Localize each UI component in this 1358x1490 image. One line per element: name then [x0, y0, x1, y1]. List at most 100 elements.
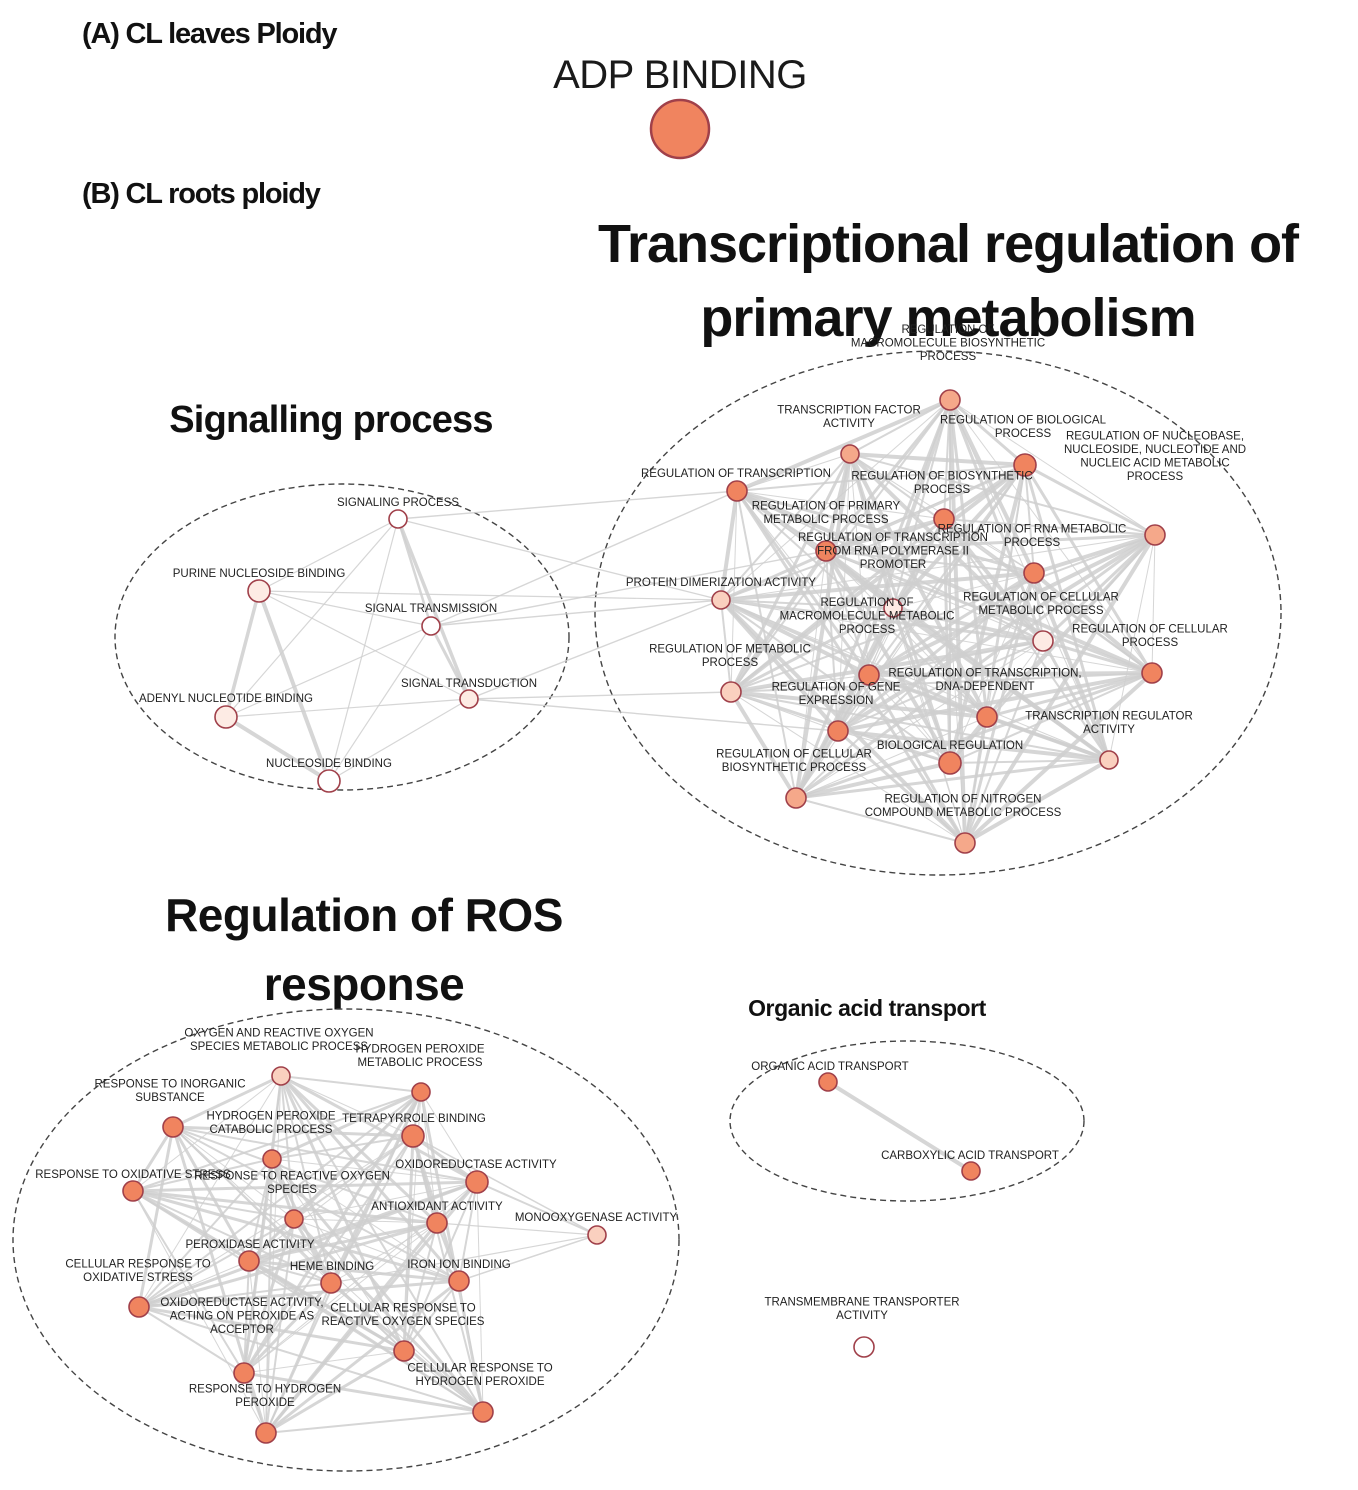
edge-reg_macromolecule_biosynthetic-protein_dimerization	[720, 399, 951, 601]
edge-response_inorganic-antioxidant_activity	[172, 1126, 438, 1224]
node-label-organic-acid-transport-line-0: ORGANIC ACID TRANSPORT	[751, 1061, 908, 1073]
node-tetrapyrrole-binding[interactable]	[401, 1124, 425, 1148]
node-signal-transduction[interactable]	[459, 689, 479, 709]
panel-b-label: (B) CL roots ploidy	[82, 178, 321, 210]
node-reg-biological-process[interactable]	[1013, 453, 1037, 477]
edge-protein_dimerization-reg_metabolic_process	[720, 599, 732, 693]
edge-organic_acid_transport-carboxylic_acid_transport	[826, 1080, 973, 1173]
node-transcription-factor-activity[interactable]	[840, 444, 860, 464]
node-label-response-ros-line-1: SPECIES	[267, 1184, 317, 1196]
node-label-reg-macromolecule-biosynthetic-line-0: REGULATION OF	[901, 324, 994, 336]
node-reg-biosynthetic[interactable]	[933, 508, 955, 530]
node-reg-rna-metabolic[interactable]	[1023, 562, 1045, 584]
node-antioxidant-activity[interactable]	[426, 1212, 448, 1234]
edge-reg_nucleobase-reg_primary_metabolic	[825, 533, 1156, 553]
transcription-cluster-title-line1: Transcriptional regulation of	[598, 214, 1300, 274]
node-reg-nitrogen-compound[interactable]	[954, 832, 976, 854]
edge-reg_macromolecule_biosynthetic-reg_biological_process	[949, 398, 1026, 467]
node-nucleoside-binding[interactable]	[317, 769, 341, 793]
edge-purine_nucleoside_binding-protein_dimerization	[258, 590, 722, 601]
node-signaling-process[interactable]	[388, 509, 408, 529]
node-hydrogen-peroxide-catabolic[interactable]	[262, 1149, 282, 1169]
edge-response_inorganic-cellular_response_oxidative	[137, 1126, 175, 1308]
node-hydrogen-peroxide-metabolic[interactable]	[411, 1082, 431, 1102]
node-label-reg-metabolic-process-line-0: REGULATION OF METABOLIC	[649, 644, 811, 656]
node-monooxygenase-activity[interactable]	[587, 1225, 607, 1245]
node-reg-nucleobase[interactable]	[1144, 524, 1166, 546]
node-cellular-response-ros[interactable]	[393, 1340, 415, 1362]
node-reg-cellular-biosynthetic[interactable]	[785, 787, 807, 809]
edge-reg_cellular_process-reg_nitrogen_compound	[963, 671, 1154, 845]
node-label-heme-binding-line-0: HEME BINDING	[290, 1261, 374, 1273]
node-response-inorganic[interactable]	[162, 1116, 184, 1138]
node-label-hydrogen-peroxide-catabolic-line-1: CATABOLIC PROCESS	[210, 1124, 333, 1136]
node-response-oxidative-stress[interactable]	[122, 1180, 144, 1202]
node-biological-regulation[interactable]	[938, 751, 962, 775]
node-reg-gene-expression[interactable]	[827, 720, 849, 742]
edge-cellular_response_oxidative-oxidoreductase_peroxide	[138, 1306, 245, 1374]
node-response-ros[interactable]	[284, 1209, 304, 1229]
node-reg-transcription-dna[interactable]	[976, 706, 998, 728]
node-label-transcription-regulator-line-1: ACTIVITY	[1083, 724, 1135, 736]
edge-oxygen_ros_metabolic-tetrapyrrole_binding	[280, 1075, 414, 1137]
edge-reg_primary_metabolic-reg_cellular_process	[825, 549, 1153, 675]
edge-reg_transcription_dna-reg_nitrogen_compound	[964, 716, 988, 844]
node-oxidoreductase-activity[interactable]	[465, 1170, 489, 1194]
node-oxidoreductase-peroxide[interactable]	[233, 1362, 255, 1384]
edge-oxidoreductase_peroxide-cellular_response_ros	[243, 1350, 405, 1374]
edge-reg_macromolecule_metabolic-reg_cellular_process	[868, 671, 1153, 677]
edge-response_hydrogen_peroxide-cellular_response_h2o2	[265, 1411, 484, 1434]
edge-response_oxidative_stress-antioxidant_activity	[132, 1189, 438, 1225]
node-transcription-regulator[interactable]	[1099, 750, 1119, 770]
edge-reg_gene_expression-transcription_regulator	[837, 729, 1110, 762]
edge-cellular_response_oxidative-cellular_response_ros	[138, 1305, 405, 1353]
node-organic-acid-transport[interactable]	[818, 1072, 838, 1092]
node-response-hydrogen-peroxide[interactable]	[255, 1422, 277, 1444]
node-label-cellular-response-h2o2-line-0: CELLULAR RESPONSE TO	[407, 1363, 552, 1375]
node-reg-metabolic-process[interactable]	[720, 681, 742, 703]
node-transmembrane-transporter[interactable]	[853, 1336, 875, 1358]
edge-adenyl_nucleotide_binding-signal_transmission	[225, 625, 432, 718]
node-reg-cellular-metabolic[interactable]	[1032, 630, 1054, 652]
edge-peroxidase_activity-heme_binding	[248, 1260, 332, 1284]
node-adp[interactable]	[649, 98, 711, 160]
edge-reg_biological_process-reg_rna_metabolic	[1024, 464, 1035, 574]
edge-reg_rna_metabolic-reg_nitrogen_compound	[963, 572, 1036, 844]
edge-peroxidase_activity-response_hydrogen_peroxide	[248, 1260, 267, 1434]
edge-heme_binding-oxidoreductase_peroxide	[242, 1281, 333, 1375]
node-label-reg-macromolecule-biosynthetic-line-2: PROCESS	[920, 351, 977, 363]
node-heme-binding[interactable]	[320, 1272, 342, 1294]
node-reg-macromolecule-biosynthetic[interactable]	[939, 389, 961, 411]
ros-cluster-title-line2: response	[264, 958, 465, 1010]
node-cellular-response-h2o2[interactable]	[472, 1401, 494, 1423]
edge-reg_macromolecule_biosynthetic-reg_cellular_process	[949, 399, 1153, 674]
node-protein-dimerization[interactable]	[711, 590, 731, 610]
edge-reg_primary_metabolic-reg_rna_metabolic	[825, 550, 1035, 574]
node-label-protein-dimerization-line-0: PROTEIN DIMERIZATION ACTIVITY	[626, 577, 817, 589]
node-carboxylic-acid-transport[interactable]	[961, 1161, 981, 1181]
node-oxygen-ros-metabolic[interactable]	[271, 1066, 291, 1086]
edge-reg_cellular_process-reg_transcription_dna	[986, 671, 1153, 719]
node-reg-cellular-process[interactable]	[1141, 662, 1163, 684]
edge-nucleoside_binding-signal_transduction	[328, 698, 470, 782]
edge-response_inorganic-response_ros	[172, 1126, 295, 1220]
node-reg-macromolecule-metabolic[interactable]	[858, 664, 880, 686]
node-label-response-inorganic-line-0: RESPONSE TO INORGANIC	[94, 1079, 245, 1091]
edge-reg_metabolic_process-transcription_regulator	[730, 691, 1110, 761]
edge-antioxidant_activity-cellular_response_ros	[403, 1222, 438, 1352]
edge-reg_transcription_dna-reg_cellular_biosynthetic	[795, 716, 988, 799]
edge-reg_transcription-reg_metabolic_process	[730, 490, 738, 693]
node-reg-primary-metabolic[interactable]	[815, 540, 837, 562]
node-adenyl-nucleotide-binding[interactable]	[214, 705, 238, 729]
node-signal-transmission[interactable]	[421, 616, 441, 636]
node-label-reg-biological-process-line-1: PROCESS	[995, 428, 1052, 440]
edge-reg_macromolecule_biosynthetic-reg_transcription	[736, 398, 951, 493]
node-reg-transcription[interactable]	[726, 480, 748, 502]
node-cellular-response-oxidative[interactable]	[128, 1296, 150, 1318]
node-purine-nucleoside-binding[interactable]	[247, 579, 271, 603]
node-iron-ion-binding[interactable]	[448, 1270, 470, 1292]
node-peroxidase-activity[interactable]	[238, 1250, 260, 1272]
node-reg-transcription-polii[interactable]	[883, 598, 903, 618]
edge-protein_dimerization-reg_transcription_polii	[720, 599, 894, 609]
edge-hydrogen_peroxide_catabolic-oxidoreductase_activity	[271, 1158, 478, 1183]
